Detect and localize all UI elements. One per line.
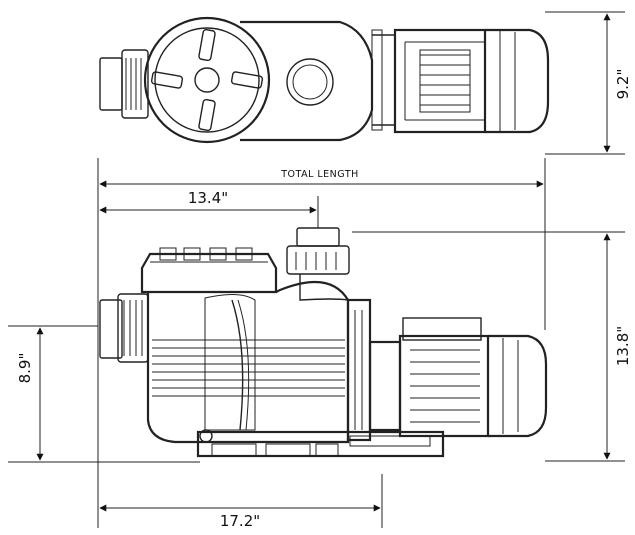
dimension-base-length: 17.2" xyxy=(99,474,383,530)
dimension-label-base-length: 17.2" xyxy=(220,512,260,530)
dimension-label-overall-height: 13.8" xyxy=(614,326,632,366)
dimension-total-length: TOTAL LENGTH xyxy=(97,158,546,528)
dimension-label-inlet-height: 8.9" xyxy=(16,353,34,384)
dimension-inlet-height: 8.9" xyxy=(8,325,200,463)
dimension-label-total-length: TOTAL LENGTH xyxy=(280,169,359,180)
pump-top-view xyxy=(99,16,550,144)
dimension-overall-height: 13.8" xyxy=(352,231,632,462)
dimension-label-top-height: 9.2" xyxy=(614,69,632,100)
dimension-label-inlet-to-outlet: 13.4" xyxy=(188,189,228,207)
dimension-inlet-to-outlet: 13.4" xyxy=(99,189,319,228)
pump-side-view xyxy=(99,227,548,458)
dimension-top-height: 9.2" xyxy=(545,11,632,155)
